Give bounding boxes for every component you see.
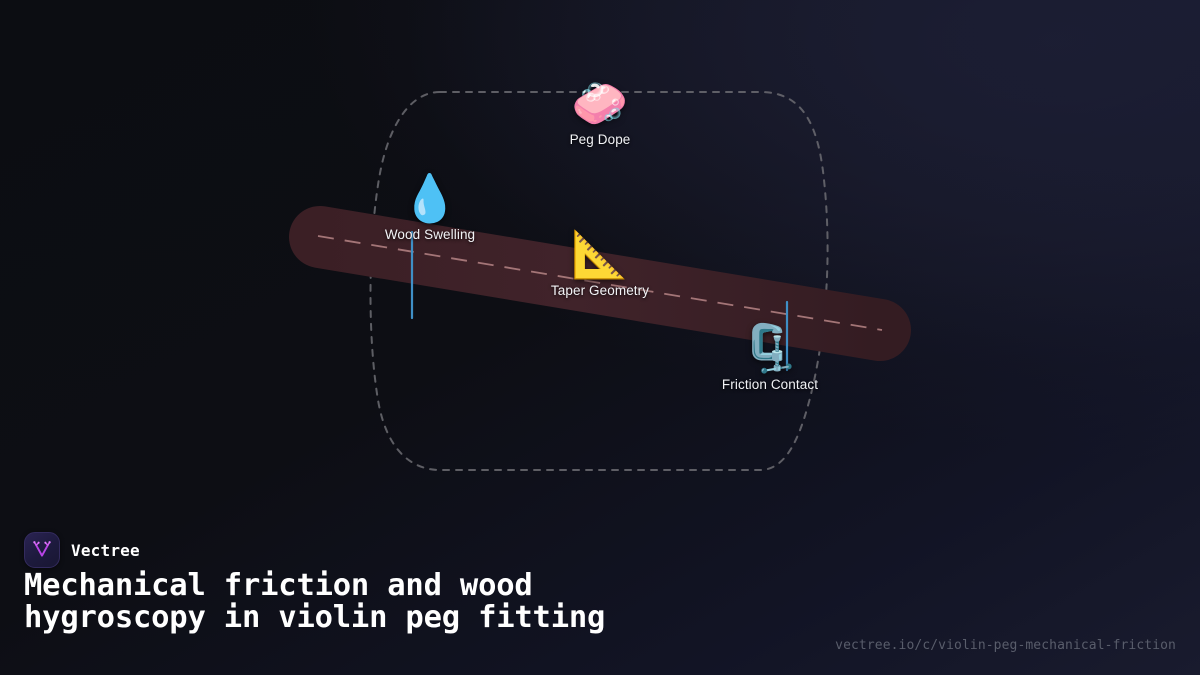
- diagram-vector-layer: [289, 91, 911, 471]
- node-label-wood-swelling: Wood Swelling: [384, 227, 476, 242]
- page-title-line-2: hygroscopy in violin peg fitting: [24, 600, 606, 636]
- page-title-line-1: Mechanical friction and wood: [24, 568, 533, 603]
- soap-bar-icon: 🧼: [571, 76, 629, 130]
- diagram-node-taper-geometry[interactable]: 📐 Taper Geometry: [551, 231, 649, 298]
- concept-diagram: 🧼 Peg Dope 💧 Wood Swelling 📐 Taper Geome…: [289, 80, 911, 471]
- brand-name: Vectree: [71, 540, 140, 560]
- vectree-sprout-icon: [24, 532, 60, 568]
- diagram-node-wood-swelling[interactable]: 💧 Wood Swelling: [385, 175, 475, 242]
- diagram-node-peg-dope[interactable]: 🧼 Peg Dope: [570, 80, 631, 147]
- diagram-node-friction-contact[interactable]: 🗜️ Friction Contact: [722, 325, 818, 392]
- source-url[interactable]: vectree.io/c/violin-peg-mechanical-frict…: [835, 638, 1176, 653]
- boundary-outline: [369, 91, 829, 471]
- footer: Vectree Mechanical friction and wood hyg…: [0, 510, 1200, 675]
- page-title: Mechanical friction and wood hygroscopy …: [24, 568, 784, 636]
- node-label-friction-contact: Friction Contact: [721, 377, 819, 392]
- clamp-icon: 🗜️: [741, 321, 799, 375]
- water-droplet-icon: 💧: [401, 171, 459, 225]
- node-label-taper-geometry: Taper Geometry: [550, 283, 650, 298]
- node-label-peg-dope: Peg Dope: [569, 132, 631, 147]
- brand-lockup[interactable]: Vectree: [24, 532, 140, 568]
- triangular-ruler-icon: 📐: [571, 227, 629, 281]
